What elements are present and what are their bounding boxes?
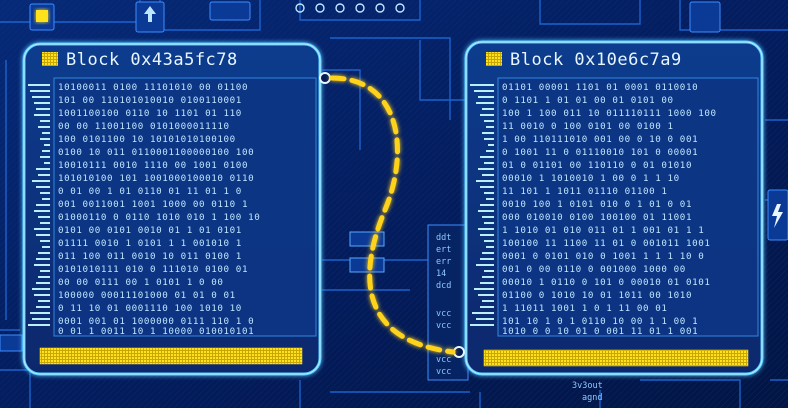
side-meter	[28, 84, 50, 326]
lightning-icon	[772, 204, 783, 228]
bit-row: 0 01 1 0011 10 1 10000 010010101	[58, 326, 254, 337]
bit-row: 0 1001 11 0 01110010 101 0 00001	[502, 147, 698, 158]
footer-bar	[483, 349, 749, 367]
bit-row: 01000110 0 0110 1010 010 1 100 10	[58, 212, 260, 223]
chip-icon	[36, 10, 48, 22]
bit-row: 001 0 00 0110 0 001000 1000 00	[502, 264, 686, 275]
bit-row: 1 11011 1001 1 0 1 11 00 01	[502, 303, 668, 314]
bit-row: 00010 1 0110 0 101 0 00010 01 0101	[502, 277, 710, 288]
board-label: ert	[436, 245, 451, 255]
bit-row: 011 100 011 0010 10 011 0100 1	[58, 251, 242, 262]
bit-row: 01 0 01101 00 110110 0 01 01010	[502, 160, 692, 171]
board-label: 14	[436, 269, 446, 279]
bit-row: 0101010111 010 0 111010 0100 01	[58, 264, 248, 275]
bit-row: 11 101 1 1011 01110 01100 1	[502, 186, 668, 197]
bit-row: 001 0011001 1001 1000 00 0110 1	[58, 199, 248, 210]
bit-row: 10100011 0100 11101010 00 01100	[58, 82, 248, 93]
bit-row: 100 0101100 10 10101010100100	[58, 134, 236, 145]
bit-row: 01100 0 1010 10 01 1011 00 1010	[502, 290, 692, 301]
bit-row: 01101 00001 1101 01 0001 0110010	[502, 82, 698, 93]
board-label: err	[436, 257, 451, 267]
bit-row: 10010111 0010 1110 00 1001 0100	[58, 160, 248, 171]
block-panel-1: Block 0x43a5fc78	[22, 42, 331, 376]
bit-row: 0001 001 01 1000000 0111 110 1 0	[58, 316, 254, 327]
chain-link	[329, 75, 456, 355]
bit-row: 1001100100 0110 10 1101 01 110	[58, 108, 242, 119]
board-labels: ddt ert err 14 dcd vcc vcc vcc vcc 3v3ou…	[436, 233, 603, 403]
bit-row: 100 1 100 011 10 011110111 1000 100	[502, 108, 717, 119]
board-label: agnd	[582, 393, 602, 403]
side-meter	[470, 84, 494, 326]
bit-row: 0100 10 011 0110001100000100 100	[58, 147, 254, 158]
circle-node-icon	[295, 3, 405, 13]
chip-icon	[486, 52, 502, 66]
bit-row: 101 00 110101010010 0100110001	[58, 95, 242, 106]
board-label: dcd	[436, 281, 451, 291]
bit-row: 00 00 11001100 0101000011110	[58, 121, 230, 132]
board-label: vcc	[436, 367, 451, 377]
board-label: vcc	[436, 355, 451, 365]
bit-row: 1 00 110111010 001 00 0 10 0 001	[502, 134, 698, 145]
bit-row: 0 11 10 01 0001110 100 1010 10	[58, 303, 242, 314]
bit-rows: 10100011 0100 11101010 00 01100 101 00 1…	[58, 82, 260, 337]
board-label: 3v3out	[572, 381, 603, 391]
board-label: vcc	[436, 321, 451, 331]
bit-row: 1 1010 01 010 011 01 1 001 01 1 1	[502, 225, 704, 236]
bit-row: 01111 0010 1 0101 1 1 001010 1	[58, 238, 242, 249]
board-label: vcc	[436, 309, 451, 319]
bit-row: 100000 00011101000 01 01 0 01	[58, 290, 236, 301]
bit-row: 100100 11 1100 11 01 0 001011 1001	[502, 238, 710, 249]
board-label: ddt	[436, 233, 451, 243]
chip-icon	[42, 52, 58, 66]
bit-row: 101010100 101 1001000100010 0110	[58, 173, 254, 184]
bit-row: 000 010010 0100 100100 01 11001	[502, 212, 692, 223]
footer-bar	[39, 347, 303, 365]
bit-row: 1010 0 0 10 01 0 001 11 01 1 001	[502, 326, 698, 337]
arrow-up-icon	[144, 6, 156, 22]
bit-row: 0001 0 0101 010 0 1001 1 1 1 10 0	[502, 251, 704, 262]
block-panel-2: Block 0x10e6c7a9 01101	[453, 40, 764, 376]
bit-row: 11 0010 0 100 0101 00 0100 1	[502, 121, 674, 132]
block-title: Block 0x43a5fc78	[66, 50, 238, 70]
bit-row: 00010 1 1010010 1 00 0 1 1 10	[502, 173, 680, 184]
bit-row: 00 00 0111 00 1 0101 1 0 00	[58, 277, 224, 288]
block-title: Block 0x10e6c7a9	[510, 50, 682, 70]
bit-row: 0 1101 1 01 01 00 01 0101 00	[502, 95, 674, 106]
bit-row: 0010 100 1 0101 010 0 1 01 0 01	[502, 199, 692, 210]
bit-rows: 01101 00001 1101 01 0001 0110010 0 1101 …	[502, 82, 717, 337]
bit-row: 0 01 00 1 01 0110 01 11 01 1 0	[58, 186, 242, 197]
connector-node	[319, 72, 331, 84]
bit-row: 0101 00 0101 0010 01 1 01 0101	[58, 225, 242, 236]
bit-row: 101 10 1 0 1 0110 10 00 1 1 00 1	[502, 316, 698, 327]
